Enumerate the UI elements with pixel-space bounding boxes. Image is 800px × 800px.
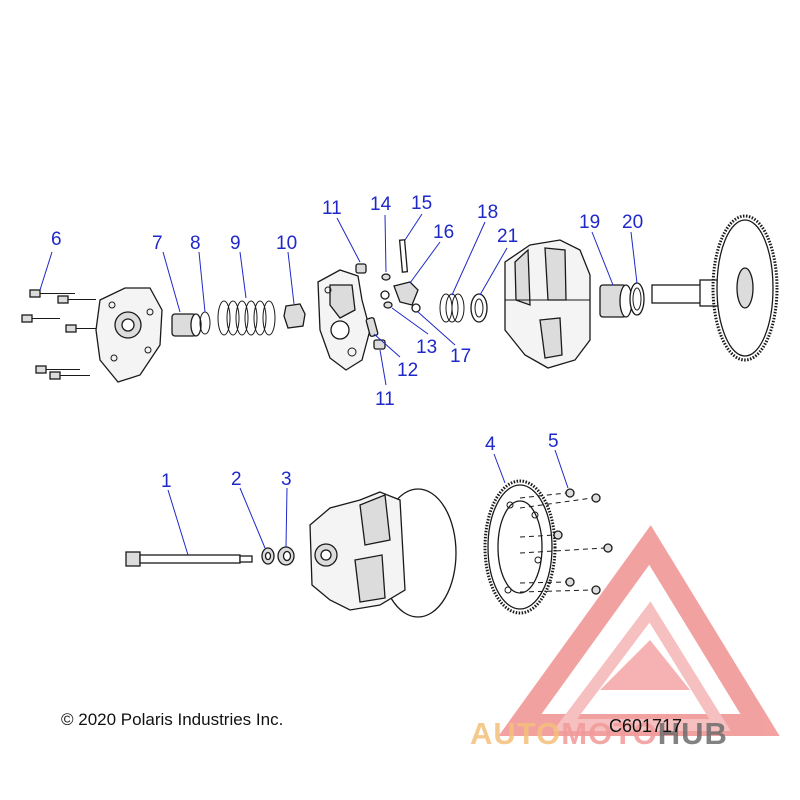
part-6-bolts bbox=[21, 289, 104, 380]
part-20-ring bbox=[629, 282, 645, 316]
watermark-auto: AUTO bbox=[470, 716, 562, 751]
shaft-sheave bbox=[651, 214, 779, 362]
part-7-bushing bbox=[171, 313, 202, 337]
callout-17: 17 bbox=[450, 346, 471, 367]
part-10-retainer bbox=[283, 303, 306, 329]
callout-18: 18 bbox=[477, 202, 498, 223]
callout-10: 10 bbox=[276, 233, 297, 254]
part-17-bushing bbox=[411, 303, 421, 313]
callout-8: 8 bbox=[190, 233, 201, 254]
fixed-sheave-tower bbox=[504, 239, 591, 369]
moveable-sheave bbox=[317, 269, 371, 371]
callout-12: 12 bbox=[397, 360, 418, 381]
part-9-spring bbox=[217, 300, 276, 336]
part-11-roller-lower bbox=[373, 339, 386, 350]
spider-cover bbox=[95, 287, 163, 383]
part-16-weight bbox=[393, 281, 419, 306]
part-21-ring bbox=[470, 293, 488, 323]
part-15-pin bbox=[398, 239, 409, 273]
callout-5: 5 bbox=[548, 431, 559, 452]
part-19-bushing bbox=[599, 284, 633, 318]
callouts: 6 7 8 9 10 11 14 15 16 18 21 19 20 13 17… bbox=[51, 193, 643, 492]
callout-4: 4 bbox=[485, 434, 496, 455]
part-1-bolt bbox=[125, 551, 253, 567]
callout-6: 6 bbox=[51, 229, 62, 250]
callout-21: 21 bbox=[497, 226, 518, 247]
copyright-notice: © 2020 Polaris Industries Inc. bbox=[61, 710, 284, 729]
part-18-spring bbox=[439, 293, 465, 323]
callout-15: 15 bbox=[411, 193, 432, 214]
part-12-pin bbox=[365, 317, 379, 337]
callout-2: 2 bbox=[231, 469, 242, 490]
part-5-screws bbox=[519, 488, 613, 595]
part-3-nut bbox=[277, 546, 295, 566]
callout-7: 7 bbox=[152, 233, 163, 254]
watermark-logo bbox=[498, 525, 780, 736]
callout-3: 3 bbox=[281, 469, 292, 490]
callout-1: 1 bbox=[161, 471, 172, 492]
callout-19: 19 bbox=[579, 212, 600, 233]
callout-13: 13 bbox=[416, 337, 437, 358]
watermark-brand-text: AUTOMOTOHUB bbox=[470, 716, 728, 752]
callout-11-upper: 11 bbox=[322, 198, 342, 219]
watermark-hub: HUB bbox=[657, 716, 728, 751]
callout-9: 9 bbox=[230, 233, 241, 254]
part-14-washers bbox=[380, 273, 391, 300]
callout-11-lower: 11 bbox=[375, 389, 395, 410]
callout-16: 16 bbox=[433, 222, 454, 243]
part-2-washer bbox=[261, 547, 275, 565]
part-11-roller-upper bbox=[355, 263, 367, 274]
leader-lines bbox=[39, 213, 638, 556]
part-4-ring-gear bbox=[483, 479, 557, 615]
watermark-moto: MOTO bbox=[561, 716, 658, 751]
part-13-washers bbox=[383, 301, 393, 309]
callout-14: 14 bbox=[370, 194, 392, 215]
clutch-assembly bbox=[309, 488, 457, 618]
callout-20: 20 bbox=[622, 212, 643, 233]
diagram-code: C601717 bbox=[609, 716, 683, 736]
